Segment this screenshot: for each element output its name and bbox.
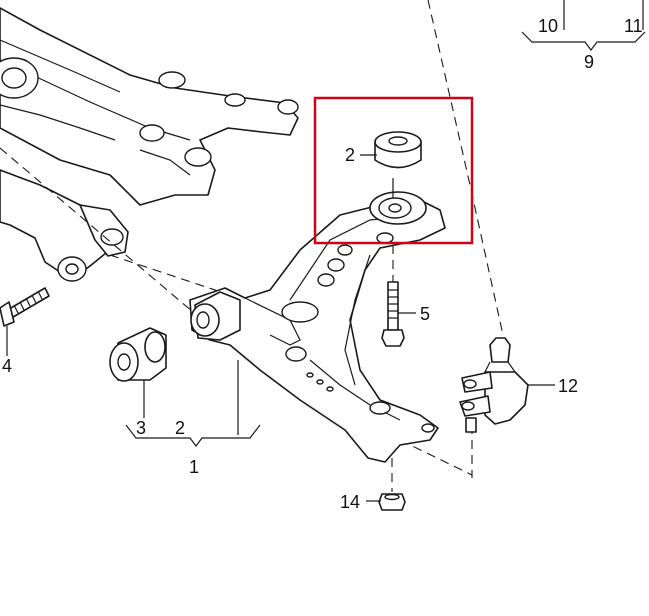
callout-5: 5 — [420, 304, 430, 324]
bushing-2-top — [374, 131, 422, 169]
bushing-3 — [109, 327, 167, 382]
callout-11: 11 — [624, 16, 643, 36]
callout-labels: 10 11 9 2 5 4 12 3 2 1 14 — [2, 16, 643, 512]
callout-9: 9 — [584, 52, 594, 72]
assembly-lines — [0, 0, 504, 478]
ball-joint-12 — [459, 337, 529, 433]
callout-2-top: 2 — [345, 145, 355, 165]
bolt-5 — [381, 245, 405, 347]
callout-10: 10 — [538, 16, 558, 36]
callout-14: 14 — [340, 492, 360, 512]
callout-1: 1 — [189, 457, 199, 477]
callout-3: 3 — [136, 418, 146, 438]
callout-4: 4 — [2, 356, 12, 376]
callout-12: 12 — [558, 376, 578, 396]
leader-lines — [6, 0, 646, 502]
subframe — [0, 7, 299, 282]
control-arm — [189, 178, 446, 463]
bolt-4 — [0, 287, 50, 327]
highlight-box — [313, 96, 474, 245]
callout-2-bottom: 2 — [175, 418, 185, 438]
nut-14 — [378, 458, 406, 511]
